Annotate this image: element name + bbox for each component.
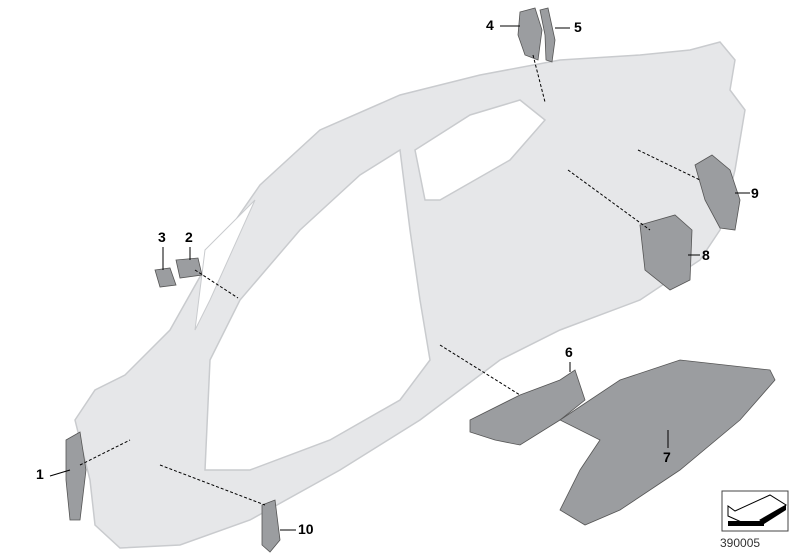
callout-7: 7 [663, 449, 671, 465]
part-9 [694, 154, 741, 231]
callout-1: 1 [36, 466, 44, 482]
callout-4: 4 [486, 17, 494, 33]
reference-number: 390005 [720, 536, 761, 550]
callout-8: 8 [702, 247, 710, 263]
callout-3: 3 [158, 229, 166, 245]
callout-9: 9 [751, 185, 759, 201]
part-8 [639, 214, 693, 291]
a-pillar-opening [194, 199, 256, 331]
part-4 [517, 7, 543, 61]
part-1 [65, 431, 87, 521]
leader-lines [49, 25, 750, 531]
part-6 [469, 369, 586, 446]
part-2 [175, 257, 203, 279]
part-5 [539, 7, 556, 63]
callout-6: 6 [565, 344, 573, 360]
arrow-direction-icon [721, 490, 789, 532]
callout-5: 5 [574, 19, 582, 35]
part-3 [154, 267, 177, 288]
callout-2: 2 [185, 229, 193, 245]
callout-10: 10 [298, 521, 314, 537]
rear-window-opening [414, 99, 547, 201]
part-10 [261, 499, 281, 553]
door-opening [204, 148, 431, 471]
